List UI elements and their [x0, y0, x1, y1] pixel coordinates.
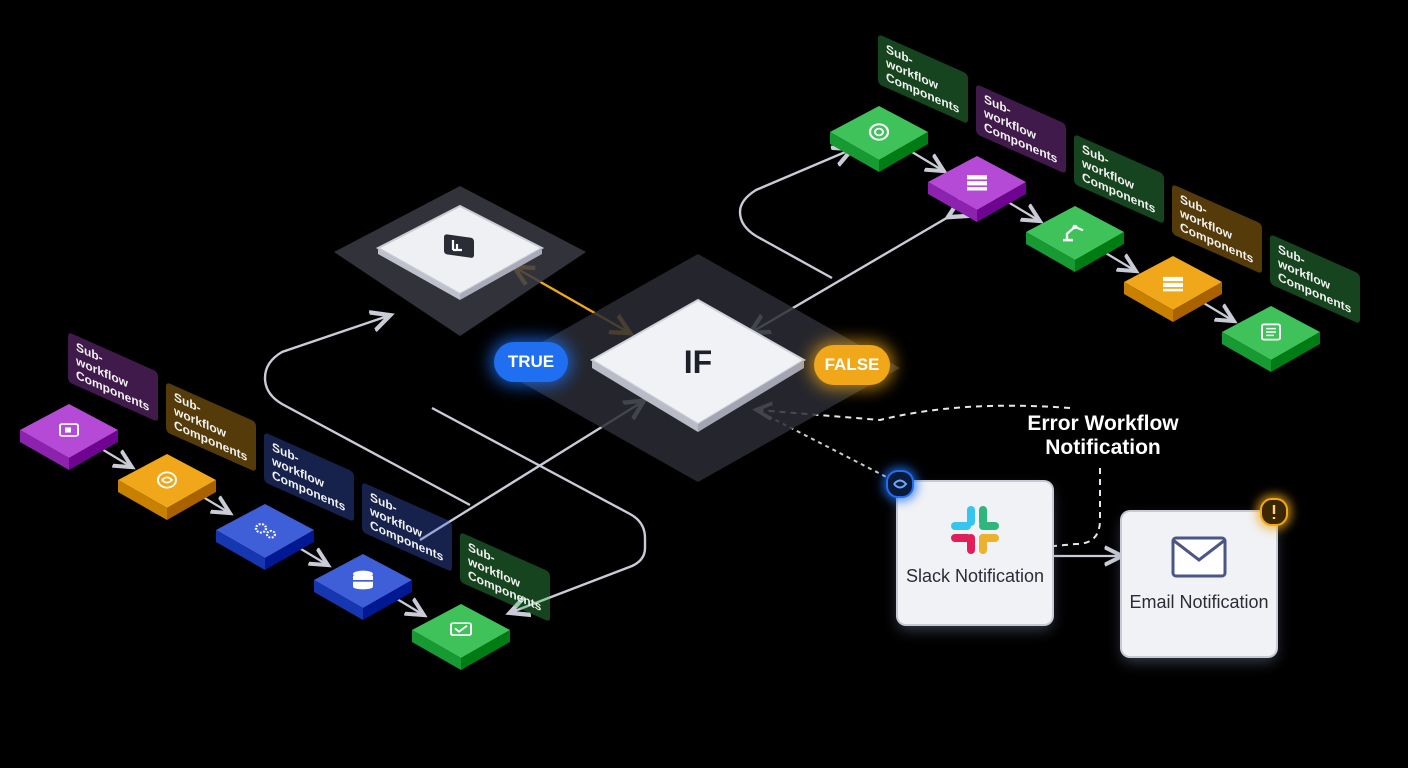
- puzzle-icon: [59, 423, 79, 437]
- monitor-icon: [450, 622, 472, 636]
- slack-icon: [951, 506, 999, 554]
- connector-left-chain-to-start: [263, 316, 471, 507]
- subworkflow-node[interactable]: [406, 598, 516, 678]
- connector-annotation-to-slack: [1053, 468, 1101, 547]
- robot-arm-icon: [1063, 224, 1084, 242]
- subworkflow-node[interactable]: [1216, 300, 1326, 380]
- subworkflow-node[interactable]: [1020, 200, 1130, 280]
- document-icon: [1261, 323, 1281, 341]
- database-icon: [353, 570, 373, 590]
- error-workflow-annotation: Error Workflow Notification: [1027, 412, 1179, 459]
- subworkflow-node[interactable]: [210, 498, 320, 578]
- settings-ring-icon: [868, 123, 890, 141]
- connector-error-to-if: [758, 406, 1071, 422]
- blue-status-icon: [886, 470, 914, 498]
- slack-notification-label: Slack Notification: [905, 566, 1045, 586]
- if-node[interactable]: IF: [488, 250, 908, 486]
- right-chain-links: [911, 151, 1232, 320]
- subworkflow-node[interactable]: [308, 548, 418, 628]
- true-branch-pill[interactable]: TRUE: [494, 342, 568, 382]
- subworkflow-node[interactable]: [1118, 250, 1228, 330]
- server-rack-icon: [967, 175, 987, 191]
- email-notification-card[interactable]: Email Notification: [1122, 498, 1288, 656]
- connector-if-to-left-chain: [431, 406, 647, 612]
- start-node[interactable]: [330, 180, 590, 340]
- if-label: IF: [683, 344, 713, 380]
- slack-notification-card[interactable]: Slack Notification: [886, 470, 1052, 624]
- subworkflow-node[interactable]: [14, 398, 124, 478]
- chat-trigger-icon: [444, 234, 474, 258]
- swirl-icon: [157, 471, 177, 489]
- envelope-icon: [1171, 536, 1227, 578]
- subworkflow-node[interactable]: [922, 150, 1032, 230]
- orange-status-icon: [1260, 498, 1288, 526]
- folder-stack-icon: [1163, 276, 1183, 292]
- subworkflow-node[interactable]: [824, 100, 934, 180]
- false-branch-pill[interactable]: FALSE: [814, 345, 890, 385]
- subworkflow-node[interactable]: [112, 448, 222, 528]
- email-notification-label: Email Notification: [1129, 592, 1269, 612]
